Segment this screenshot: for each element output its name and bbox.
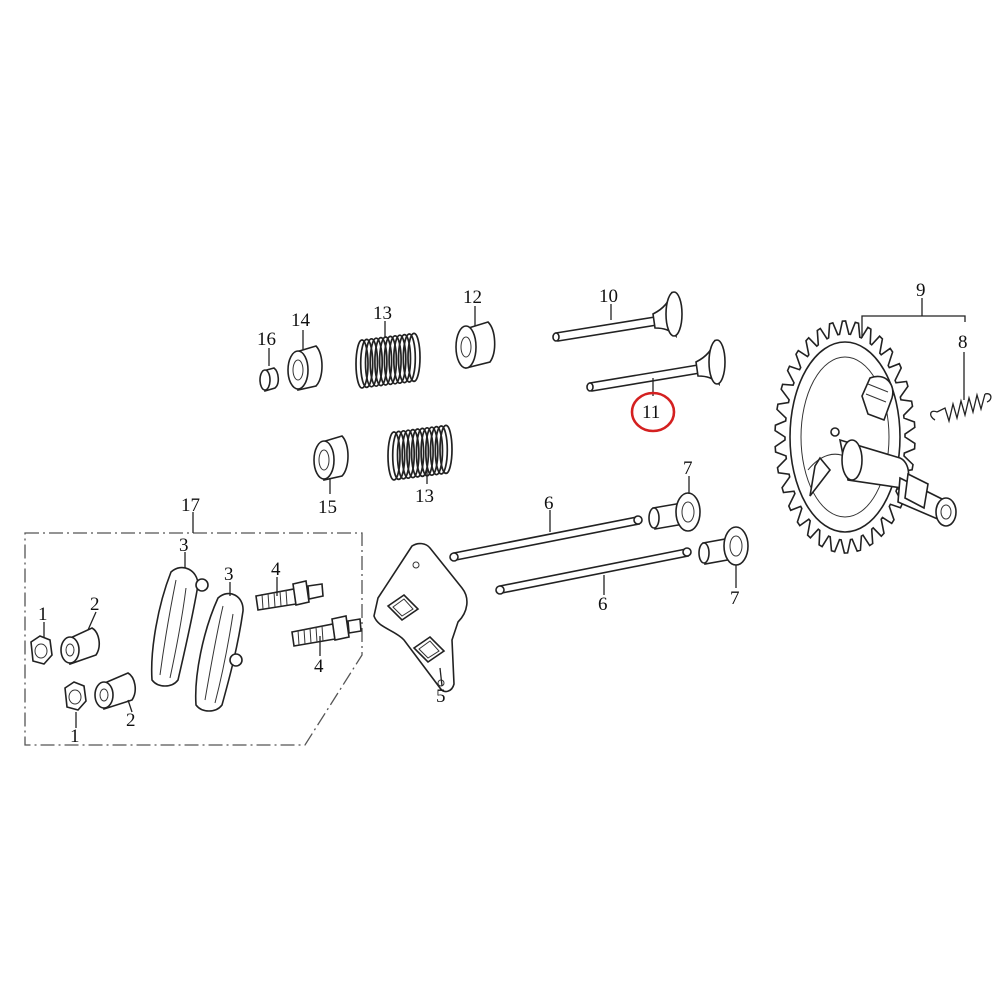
callout-4: 4 — [314, 656, 324, 677]
callout-4: 4 — [271, 559, 281, 580]
part-2-bushing-lower — [94, 672, 137, 711]
part-5-guide-plate — [373, 542, 468, 693]
callout-7: 7 — [683, 458, 693, 479]
callout-16: 16 — [257, 329, 276, 350]
part-8-return-spring — [930, 392, 992, 424]
part-3-rocker-arm-right — [194, 592, 244, 712]
callout-17: 17 — [181, 495, 200, 516]
callout-5: 5 — [436, 686, 446, 707]
callout-3: 3 — [224, 564, 234, 585]
callout-15: 15 — [318, 497, 337, 518]
highlight-circle — [630, 391, 676, 433]
callout-6: 6 — [598, 594, 608, 615]
callout-8: 8 — [958, 332, 968, 353]
part-2-bushing-upper — [60, 627, 101, 666]
group-17-frame — [24, 532, 363, 746]
callout-6: 6 — [544, 493, 554, 514]
callout-labels: 1 1 2 2 3 3 4 4 5 6 6 7 7 8 9 10 11 12 1… — [38, 280, 968, 747]
part-6-push-rod-lower — [495, 547, 692, 595]
callout-14: 14 — [291, 310, 311, 331]
callout-11: 11 — [642, 402, 660, 423]
leader-lines — [43, 298, 966, 728]
part-11-valve-lower — [586, 339, 726, 392]
part-4-stud-lower — [291, 615, 362, 647]
part-13-valve-spring-lower — [387, 424, 453, 481]
part-9-camshaft-gear — [774, 320, 957, 554]
part-15-spring-seat — [313, 435, 349, 481]
callout-7: 7 — [730, 588, 740, 609]
callout-12: 12 — [463, 287, 482, 308]
callout-10: 10 — [599, 286, 618, 307]
callout-2: 2 — [126, 710, 136, 731]
callout-3: 3 — [179, 535, 189, 556]
callout-13: 13 — [373, 303, 392, 324]
callout-2: 2 — [90, 594, 100, 615]
part-7-tappet-upper — [648, 492, 701, 532]
part-16-valve-cap — [259, 367, 280, 393]
callout-1: 1 — [38, 604, 48, 625]
callout-9: 9 — [916, 280, 926, 301]
part-12-spring-retainer — [455, 321, 496, 369]
part-3-rocker-arm-left — [150, 566, 209, 687]
part-6-push-rod-upper — [449, 515, 643, 562]
callout-1: 1 — [70, 726, 80, 747]
part-1-nut-upper — [30, 635, 53, 665]
callout-13: 13 — [415, 486, 434, 507]
part-10-valve-upper — [552, 291, 683, 342]
part-14-spring-seat — [287, 345, 323, 391]
part-4-stud-upper — [255, 580, 324, 611]
part-13-valve-spring-upper — [355, 332, 421, 389]
part-7-tappet-lower — [698, 526, 749, 566]
part-1-nut-lower — [64, 681, 87, 711]
